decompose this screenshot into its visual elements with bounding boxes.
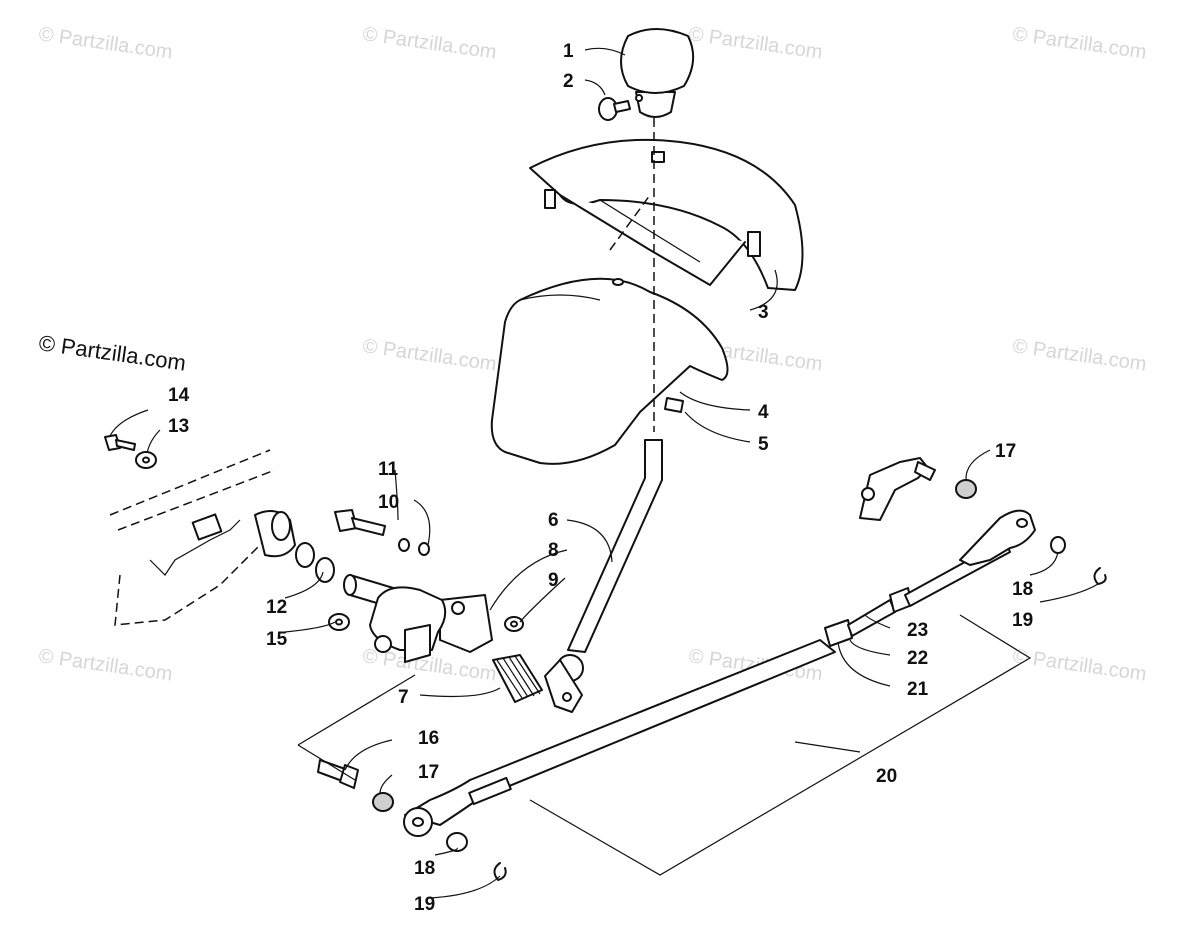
shift-shaft-part	[343, 574, 447, 663]
washer-part	[1050, 536, 1066, 554]
shift-lever-part	[544, 439, 663, 713]
watermark-text: © Partzilla.com	[37, 645, 174, 686]
callout-7: 7	[398, 687, 409, 708]
callout-1: 1	[563, 41, 574, 62]
cover-axis	[609, 194, 651, 251]
callout-12: 12	[266, 597, 287, 618]
callout-numbers: 1 2 3 4 5 6 7 8 9 10 11 12 13 14 15 16 1…	[168, 41, 1033, 915]
callout-14: 14	[168, 385, 190, 406]
callout-15: 15	[266, 629, 288, 650]
callout-10: 10	[378, 492, 399, 513]
callout-19: 19	[414, 894, 435, 915]
lower-cover-part	[490, 277, 729, 465]
callout-2: 2	[563, 71, 574, 92]
upper-cover-part	[529, 138, 804, 291]
pivot-arm-part	[859, 457, 936, 521]
callout-3: 3	[758, 302, 769, 323]
callout-16: 16	[418, 728, 439, 749]
callout-4: 4	[758, 402, 769, 423]
bushing-part	[955, 479, 977, 499]
watermark-text: © Partzilla.com	[1011, 23, 1148, 64]
e-clip-part	[1093, 567, 1107, 585]
mounting-bracket	[109, 449, 296, 626]
watermark-text: © Partzilla.com	[361, 23, 498, 64]
callout-13: 13	[168, 416, 189, 437]
spring-part	[492, 654, 543, 703]
shift-arm-part	[439, 594, 493, 653]
watermark-text: © Partzilla.com	[361, 335, 498, 376]
nut-part	[328, 613, 350, 631]
washer-part	[446, 832, 468, 852]
callout-20: 20	[876, 766, 897, 787]
watermark-text: © Partzilla.com	[1011, 645, 1148, 686]
ball-joint-part	[317, 759, 359, 789]
bolt-part	[334, 509, 386, 536]
callout-9: 9	[548, 570, 559, 591]
callout-18: 18	[1012, 579, 1033, 600]
watermark-text: © Partzilla.com	[687, 23, 824, 64]
watermark-text: © Partzilla.com	[1011, 335, 1148, 376]
shift-rod-part	[403, 639, 836, 837]
callout-21: 21	[907, 679, 929, 700]
callout-17: 17	[418, 762, 439, 783]
callout-5: 5	[758, 434, 769, 455]
callout-6: 6	[548, 510, 559, 531]
washer-part	[398, 538, 430, 556]
assembly-line	[297, 674, 416, 746]
callout-19: 19	[1012, 610, 1033, 631]
callout-17: 17	[995, 441, 1016, 462]
bolt-part	[104, 434, 136, 451]
o-ring-part	[295, 542, 335, 583]
nut-part	[504, 616, 524, 632]
knob-part	[620, 28, 695, 118]
watermark-prominent: © Partzilla.com	[37, 330, 187, 375]
leader-lines	[109, 47, 1099, 899]
watermark-text: © Partzilla.com	[37, 23, 174, 64]
e-clip-part	[493, 862, 507, 881]
assembly-bracket	[529, 614, 1032, 876]
rod-end-part	[959, 509, 1036, 566]
bushing-part	[372, 792, 394, 812]
washer-part	[135, 451, 157, 469]
callout-22: 22	[907, 648, 928, 669]
screw-part	[598, 97, 631, 121]
callout-18: 18	[414, 858, 435, 879]
callout-8: 8	[548, 540, 559, 561]
assembly-line	[794, 741, 861, 753]
assembly-line	[297, 744, 356, 781]
callout-11: 11	[378, 459, 399, 480]
callout-23: 23	[907, 620, 928, 641]
